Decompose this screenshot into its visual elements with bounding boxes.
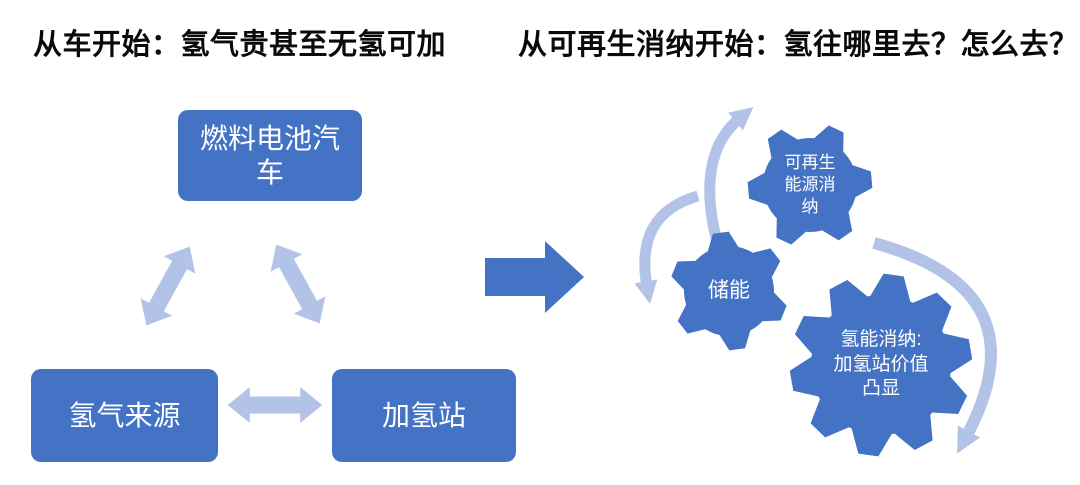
- double-arrow-icon: [130, 237, 206, 335]
- gear-label-line: 加氢站价值: [833, 353, 929, 375]
- double-arrow-icon: [260, 235, 336, 333]
- big-right-arrow-icon: [485, 241, 584, 313]
- gear-label-line: 纳: [801, 197, 819, 217]
- gear-label-line: 氢能消纳:: [840, 328, 922, 350]
- right-section-title: 从可再生消纳开始：氢往哪里去？怎么去？: [518, 29, 1079, 61]
- gear-label-line: 可再生: [784, 152, 836, 172]
- curved-arrow-down-left-icon: [634, 190, 700, 305]
- node-hydrogen-source: 氢气来源: [31, 369, 218, 462]
- curved-arrow-clockwise-icon: [872, 237, 997, 454]
- gear-renewable-energy-consumption: 可再生 能源消 纳: [763, 138, 857, 232]
- double-arrow-icon: [227, 387, 323, 423]
- curved-arrow-up-icon: [704, 107, 754, 240]
- node-refueling-station: 加氢站: [332, 369, 516, 462]
- gear-label-line: 能源消: [784, 174, 836, 194]
- gear-label: 可再生 能源消 纳: [785, 152, 836, 218]
- gear-label: 氢能消纳: 加氢站价值 凸显: [833, 328, 928, 402]
- gear-energy-storage: 储能: [684, 246, 774, 336]
- gear-label: 储能: [708, 277, 750, 304]
- gear-label-line: 凸显: [861, 378, 900, 400]
- gear-hydrogen-consumption: 氢能消纳: 加氢站价值 凸显: [811, 295, 951, 435]
- gear-label-line: 储能: [708, 279, 750, 303]
- node-fuel-cell-vehicle: 燃料电池汽车: [178, 110, 362, 201]
- left-section-title: 从车开始：氢气贵甚至无氢可加: [33, 29, 447, 61]
